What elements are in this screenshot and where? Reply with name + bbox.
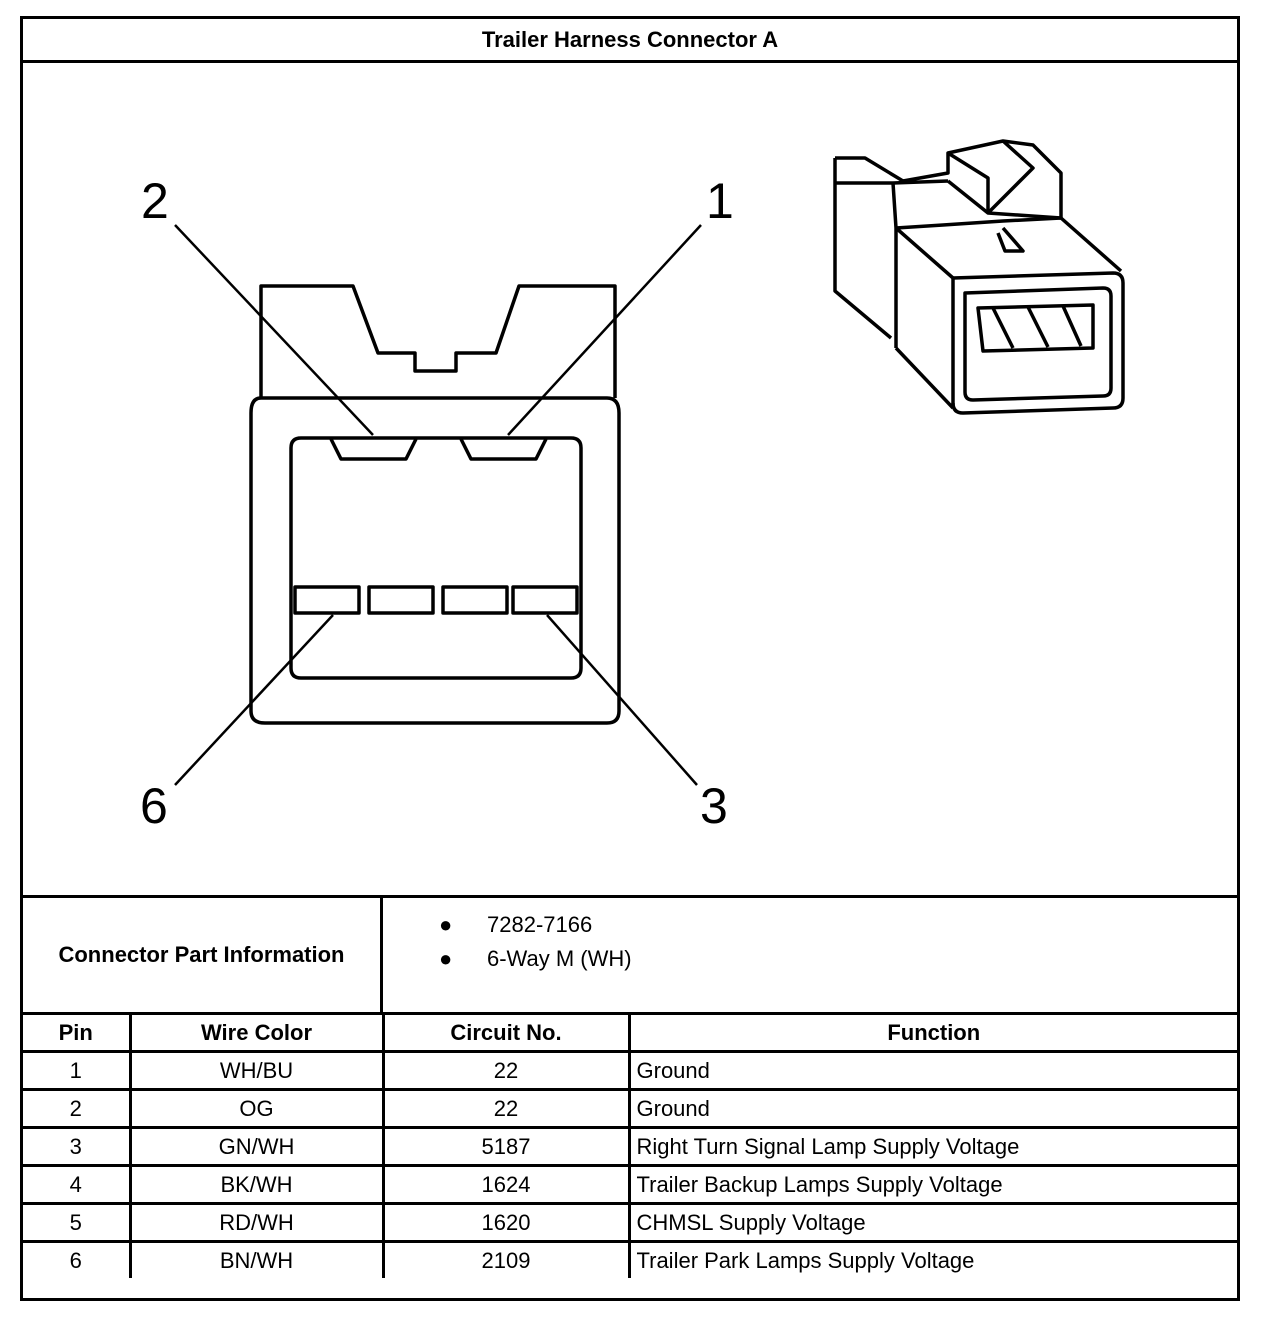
pin-callout-1: 1 [706, 173, 734, 229]
wire-color-cell: BN/WH [128, 1240, 385, 1278]
bullet-icon: ● [439, 912, 453, 937]
connector-cavity [289, 436, 583, 680]
wire-color-cell: RD/WH [128, 1202, 385, 1243]
part-info-item: ● 7282-7166 [383, 908, 1237, 942]
sheet-title: Trailer Harness Connector A [23, 19, 1237, 63]
function-cell: Ground [627, 1088, 1237, 1129]
circuit-cell: 5187 [381, 1126, 631, 1167]
connector-part-info-label: Connector Part Information [23, 898, 383, 1012]
table-header-row: Pin Wire Color Circuit No. Function [23, 1015, 1237, 1053]
connector-diagram: 2 1 6 3 [140, 139, 1125, 834]
pin-2-leader [174, 224, 374, 436]
circuit-cell: 2109 [381, 1240, 631, 1278]
bullet-icon: ● [439, 946, 453, 971]
table-row: 5 RD/WH 1620 CHMSL Supply Voltage [23, 1202, 1237, 1243]
function-cell: Ground [627, 1050, 1237, 1091]
wire-color-cell: OG [128, 1088, 385, 1129]
pin-5-terminal [367, 585, 435, 615]
table-row: 4 BK/WH 1624 Trailer Backup Lamps Supply… [23, 1164, 1237, 1205]
connector-figure: 2 1 6 3 [23, 63, 1237, 895]
pin-cell: 4 [23, 1164, 132, 1205]
circuit-cell: 22 [381, 1050, 631, 1091]
connector-sheet: Trailer Harness Connector A [20, 16, 1240, 1301]
connector-isometric-illustration [833, 139, 1125, 415]
header-pin: Pin [23, 1015, 132, 1053]
table-row: 2 OG 22 Ground [23, 1088, 1237, 1129]
function-cell: Right Turn Signal Lamp Supply Voltage [627, 1126, 1237, 1167]
wire-color-cell: BK/WH [128, 1164, 385, 1205]
pin-cell: 5 [23, 1202, 132, 1243]
connector-part-info-list: ● 7282-7166 ● 6-Way M (WH) [383, 898, 1237, 1022]
pin-cell: 6 [23, 1240, 132, 1278]
pin-callout-3: 3 [700, 778, 728, 834]
pin-6-terminal [293, 585, 361, 615]
pin-4-terminal [441, 585, 509, 615]
connector-housing-outline [249, 396, 621, 725]
function-cell: Trailer Backup Lamps Supply Voltage [627, 1164, 1237, 1205]
function-cell: Trailer Park Lamps Supply Voltage [627, 1240, 1237, 1278]
pin-3-leader [546, 614, 698, 786]
part-info-item: ● 6-Way M (WH) [383, 942, 1237, 976]
part-number: 7282-7166 [487, 912, 593, 937]
connector-part-info: Connector Part Information ● 7282-7166 ●… [23, 895, 1237, 1015]
pinout-table: Pin Wire Color Circuit No. Function 1 WH… [23, 1015, 1237, 1278]
pin-cell: 1 [23, 1050, 132, 1091]
pin-cell: 2 [23, 1088, 132, 1129]
header-circuit-no: Circuit No. [381, 1015, 631, 1053]
connector-housing-top [259, 284, 617, 398]
table-row: 3 GN/WH 5187 Right Turn Signal Lamp Supp… [23, 1126, 1237, 1167]
function-cell: CHMSL Supply Voltage [627, 1202, 1237, 1243]
pin-callout-6: 6 [140, 778, 168, 834]
circuit-cell: 22 [381, 1088, 631, 1129]
table-row: 6 BN/WH 2109 Trailer Park Lamps Supply V… [23, 1240, 1237, 1278]
circuit-cell: 1624 [381, 1164, 631, 1205]
pin-cell: 3 [23, 1126, 132, 1167]
connector-type: 6-Way M (WH) [487, 946, 632, 971]
pin-1-terminal [459, 438, 548, 461]
pin-6-leader [174, 614, 334, 786]
pin-1-leader [507, 224, 702, 436]
table-row: 1 WH/BU 22 Ground [23, 1050, 1237, 1091]
pin-2-terminal [329, 438, 418, 461]
pin-3-terminal [511, 585, 579, 615]
circuit-cell: 1620 [381, 1202, 631, 1243]
wire-color-cell: WH/BU [128, 1050, 385, 1091]
header-function: Function [627, 1015, 1237, 1053]
header-wire-color: Wire Color [128, 1015, 385, 1053]
pin-callout-2: 2 [141, 173, 169, 229]
wire-color-cell: GN/WH [128, 1126, 385, 1167]
